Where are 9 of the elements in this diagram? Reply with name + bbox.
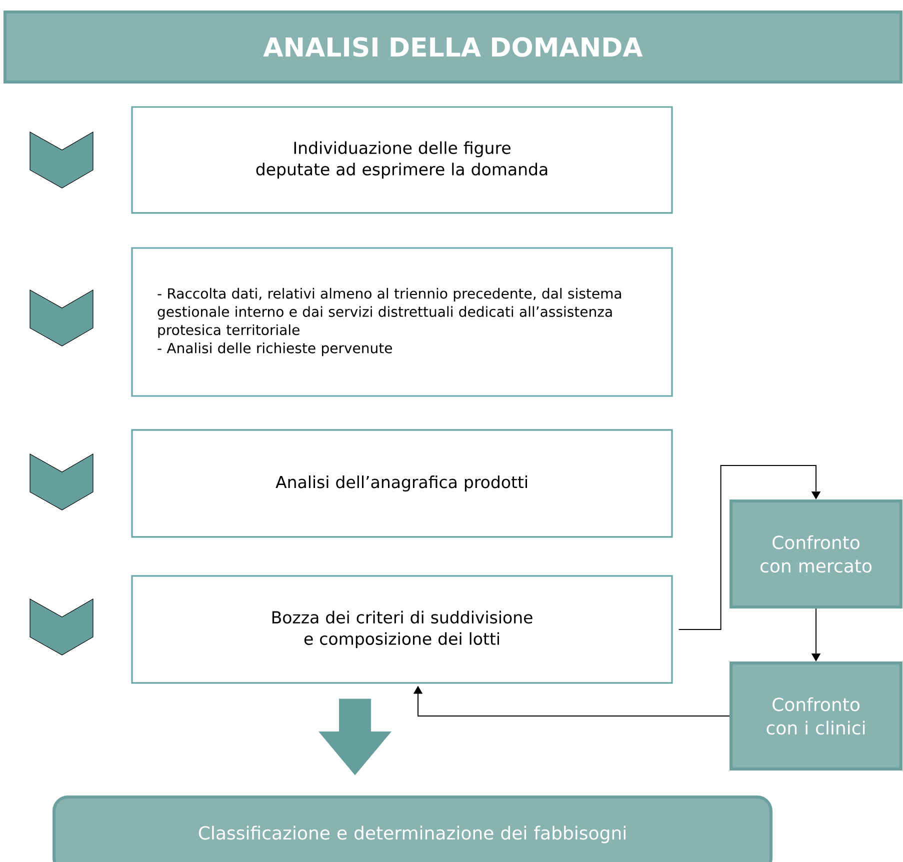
arrow	[678, 465, 821, 630]
process-box: Bozza dei criteri di suddivisione e composizione dei lotti	[131, 575, 673, 684]
title-band: ANALISI DELLA DOMANDA	[4, 10, 902, 84]
process-box: - Raccolta dati, relativi almeno al triennio precedente, dal sistema gestionale interno e dai servizi distrettuali dedicati all’assistenza protesica territoriale - Analisi delle richieste pervenute	[131, 247, 673, 397]
process-box: Individuazione delle figure deputate ad esprimere la domanda	[131, 106, 673, 214]
result-box: Classificazione e determinazione dei fabbisogni	[52, 795, 772, 862]
side-box: Confronto con mercato	[730, 499, 902, 608]
side-box: Confronto con i clinici	[730, 661, 902, 770]
process-box: Analisi dell’anagrafica prodotti	[131, 429, 673, 538]
